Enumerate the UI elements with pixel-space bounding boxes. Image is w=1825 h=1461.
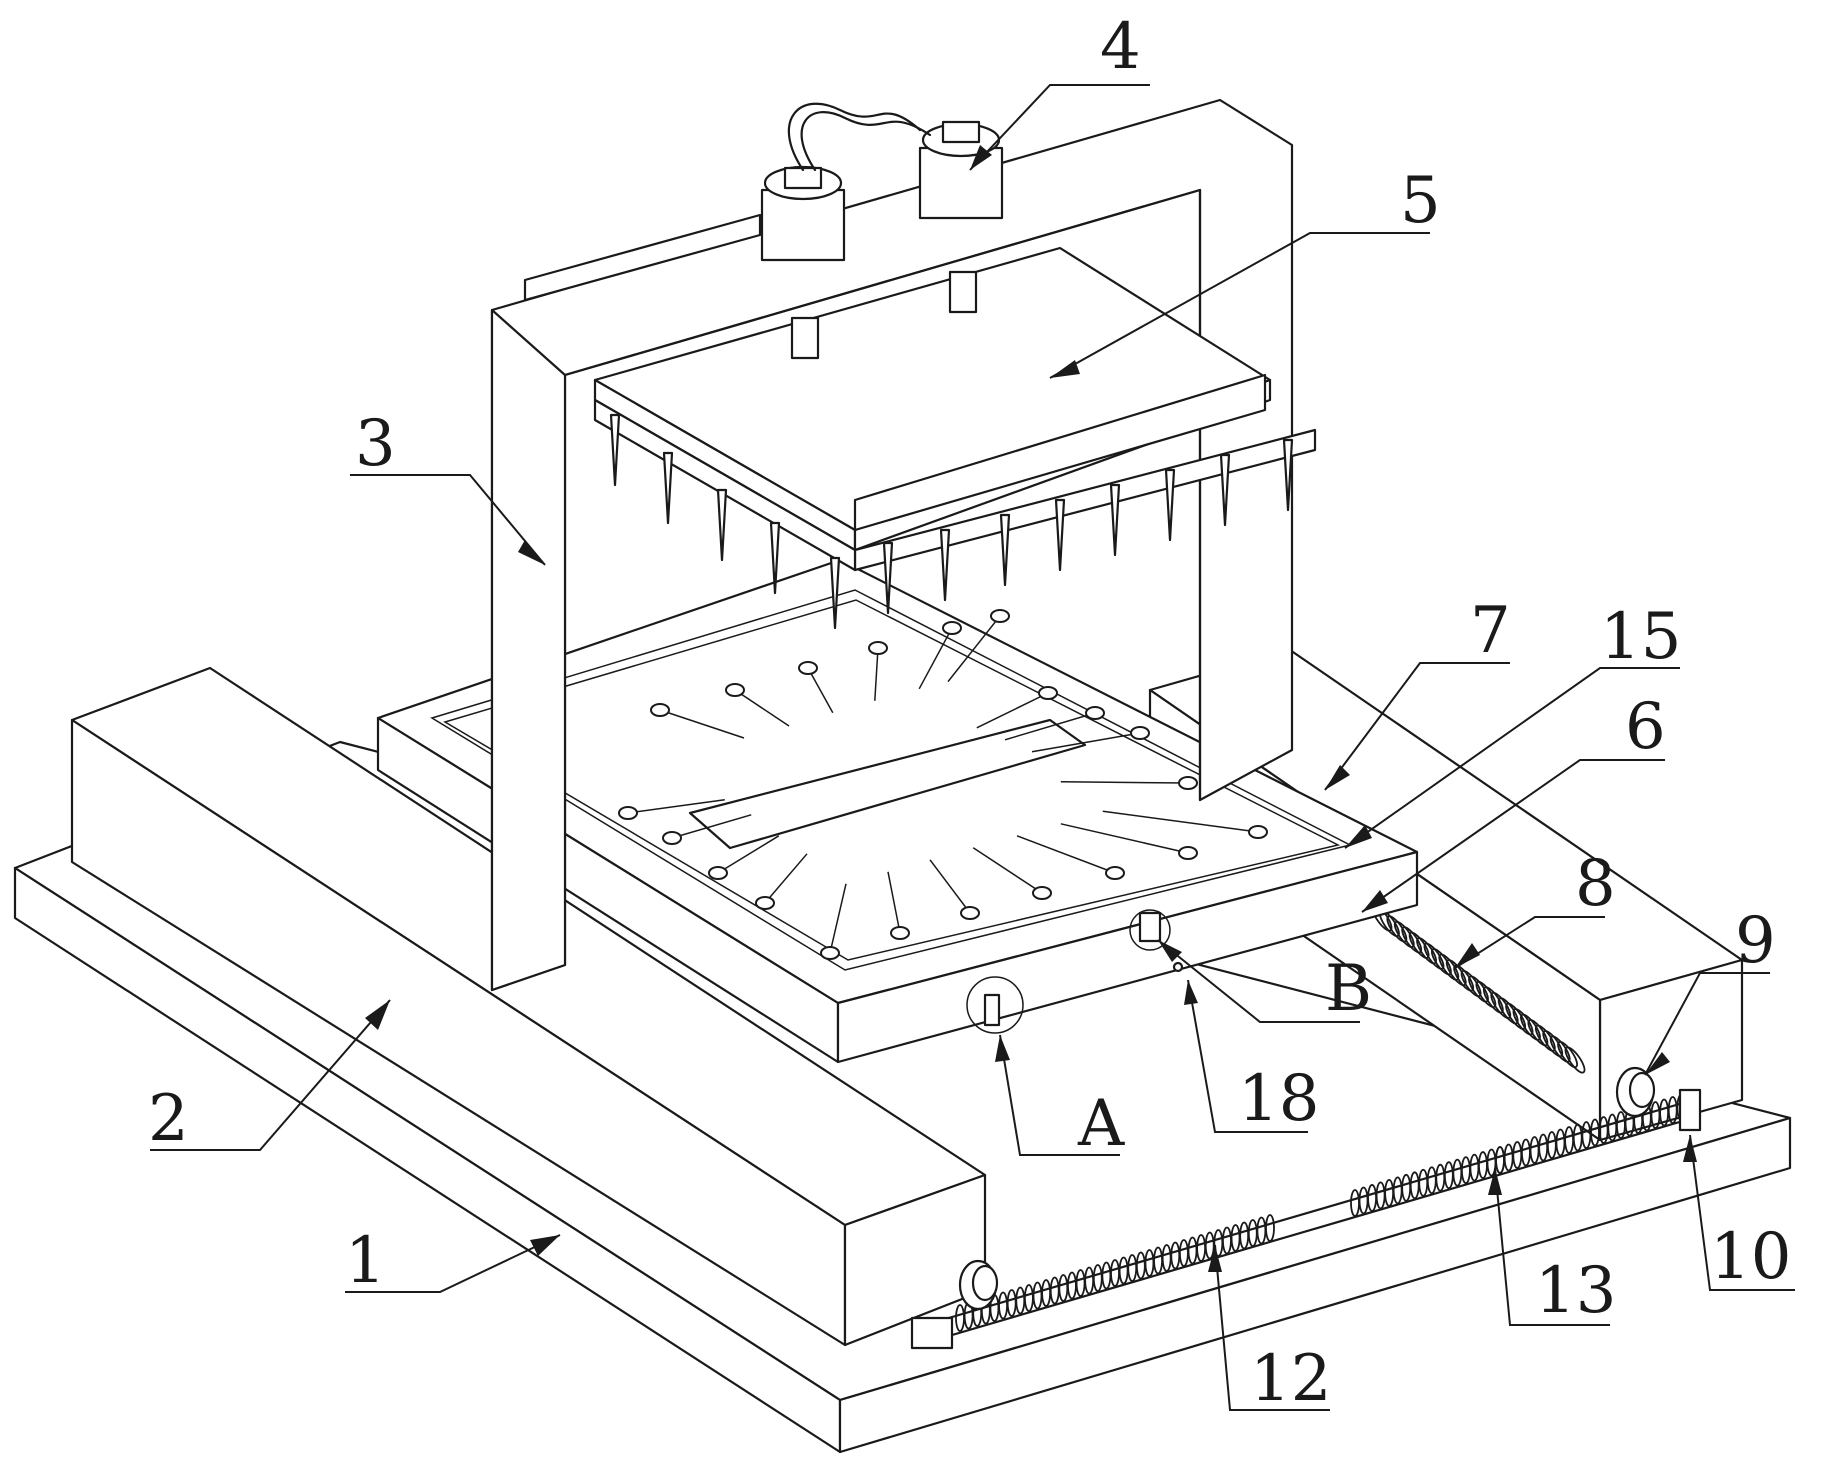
label-7: 7 <box>1470 594 1511 668</box>
contact-pad <box>869 642 887 654</box>
contact-pad <box>821 947 839 959</box>
contact-pad <box>961 907 979 919</box>
probe-needle <box>1001 515 1009 585</box>
contact-pad <box>943 622 961 634</box>
label-5: 5 <box>1400 164 1441 238</box>
contact-pad <box>1039 687 1057 699</box>
label-13: 13 <box>1535 1254 1616 1328</box>
label-9: 9 <box>1735 904 1776 978</box>
probe-needle <box>664 453 672 523</box>
spindle-right <box>950 272 976 312</box>
end-block <box>1680 1090 1700 1130</box>
label-A: A <box>1077 1087 1125 1161</box>
contact-pad <box>663 832 681 844</box>
contact-pad <box>1179 847 1197 859</box>
contact-pad <box>1249 826 1267 838</box>
label-8: 8 <box>1575 847 1616 921</box>
label-B: B <box>1325 952 1372 1026</box>
label-10: 10 <box>1710 1220 1791 1294</box>
label-4: 4 <box>1100 10 1141 84</box>
contact-pad <box>991 610 1009 622</box>
contact-pad <box>756 897 774 909</box>
contact-pad <box>1106 867 1124 879</box>
motor-block <box>912 1318 952 1348</box>
probe-needle <box>941 530 949 600</box>
label-12: 12 <box>1250 1342 1331 1416</box>
motor-right <box>920 148 1002 218</box>
contact-pad <box>799 662 817 674</box>
label-2: 2 <box>148 1082 189 1156</box>
label-3: 3 <box>355 407 396 481</box>
probe-needle <box>1166 470 1174 540</box>
probe-needle <box>1056 500 1064 570</box>
contact-pad <box>1179 777 1197 789</box>
contact-pad <box>651 704 669 716</box>
contact-pad <box>619 807 637 819</box>
label-18: 18 <box>1238 1062 1319 1136</box>
label-6: 6 <box>1625 690 1666 764</box>
contact-pad <box>1086 707 1104 719</box>
contact-pad <box>1033 887 1051 899</box>
label-1: 1 <box>345 1224 386 1298</box>
probe-needle <box>611 415 619 485</box>
label-15: 15 <box>1600 600 1681 674</box>
contact-pad <box>726 684 744 696</box>
contact-pad <box>891 927 909 939</box>
probe-needle <box>1111 485 1119 555</box>
motor-left <box>762 190 844 260</box>
contact-pad <box>1131 727 1149 739</box>
probe-needle <box>718 490 726 560</box>
spindle-left <box>792 318 818 358</box>
contact-pad <box>709 867 727 879</box>
